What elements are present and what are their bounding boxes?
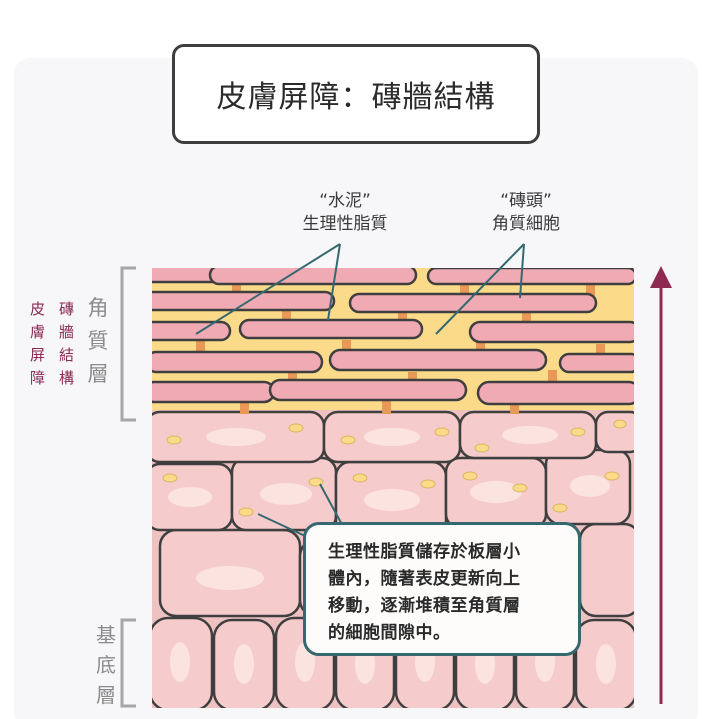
cement-label: “水泥” 生理性脂質 <box>295 190 395 236</box>
brick-quote: “磚頭” <box>500 191 552 211</box>
stratum-corneum-char: 角 <box>87 296 109 320</box>
callout-line: 生理性脂質儲存於板層小 <box>328 542 521 562</box>
corneocyte <box>208 268 418 286</box>
corneocyte <box>348 292 598 314</box>
corneocyte <box>558 352 634 374</box>
basal-layer-label: 基 底 層 <box>92 620 120 710</box>
corneocyte <box>238 318 424 340</box>
callout-line: 移動，逐漸堆積至角質層 <box>328 596 521 616</box>
basal-layer-char: 層 <box>96 683 116 707</box>
barrier-char: 牆 <box>58 323 74 341</box>
basal-layer-bracket <box>120 618 136 708</box>
brick-name: 角質細胞 <box>492 214 560 234</box>
corneocyte <box>468 320 634 344</box>
barrier-char: 結 <box>58 346 74 364</box>
title-box: 皮膚屏障：磚牆結構 <box>172 44 540 144</box>
corneocyte <box>426 268 634 286</box>
stratum-corneum-label: 角 質 層 <box>84 292 112 391</box>
barrier-char: 屏 <box>30 346 46 364</box>
cell <box>578 522 634 618</box>
basal-layer-char: 基 <box>96 623 116 647</box>
corneocyte <box>328 348 548 372</box>
corneocyte <box>476 380 634 406</box>
page-title: 皮膚屏障：磚牆結構 <box>216 80 496 115</box>
stratum-corneum-bracket <box>120 266 136 422</box>
corneocyte <box>152 320 232 342</box>
upward-arrow-icon <box>650 266 672 704</box>
corneocyte <box>268 378 468 402</box>
barrier-structure-label: 皮 膚 屏 障 磚 牆 結 構 <box>30 298 74 390</box>
barrier-char: 皮 <box>30 300 46 318</box>
corneocytes <box>152 268 634 406</box>
callout-line: 的細胞間隙中。 <box>328 623 451 643</box>
cell-nuclei <box>168 426 610 590</box>
brick-label: “磚頭” 角質細胞 <box>476 190 576 236</box>
lamellar-body-callout: 生理性脂質儲存於板層小 體內，隨著表皮更新向上 移動，逐漸堆積至角質層 的細胞間… <box>303 522 581 656</box>
basal-layer-char: 底 <box>96 653 116 677</box>
corneocyte <box>152 380 276 404</box>
stratum-corneum-char: 質 <box>87 329 109 353</box>
corneocyte <box>152 290 336 312</box>
cement-quote: “水泥” <box>319 191 371 211</box>
corneocyte <box>152 350 324 374</box>
barrier-label-col-2: 磚 牆 結 構 <box>59 298 74 390</box>
callout-line: 體內，隨著表皮更新向上 <box>328 569 521 589</box>
cement-name: 生理性脂質 <box>302 214 388 234</box>
lamellar-bodies <box>162 419 627 517</box>
stratum-corneum-char: 層 <box>87 362 109 386</box>
barrier-label-col-1: 皮 膚 屏 障 <box>30 298 45 390</box>
barrier-char: 膚 <box>30 323 46 341</box>
barrier-char: 磚 <box>58 300 74 318</box>
cell <box>594 410 634 454</box>
barrier-char: 構 <box>58 369 74 387</box>
barrier-char: 障 <box>30 369 46 387</box>
